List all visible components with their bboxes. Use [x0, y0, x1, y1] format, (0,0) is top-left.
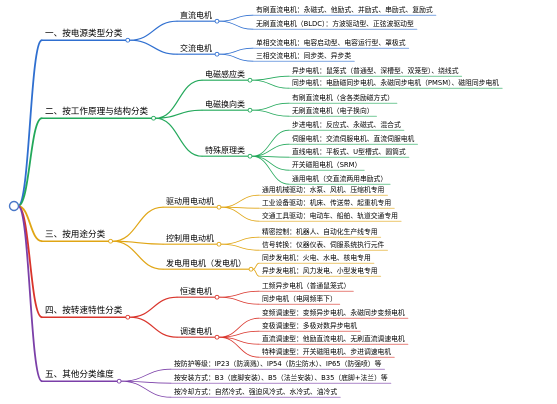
- connector-branch-leaf: [120, 380, 172, 398]
- leaf-sync-motor: 同步电机：电励磁同步电机、永磁同步电机（PMSM）、磁阻同步电机: [292, 78, 499, 87]
- connector-node-leaf: [251, 79, 290, 89]
- branch-end-dot: [125, 37, 131, 43]
- connector-node-leaf: [218, 53, 254, 62]
- leaf-precision-control: 精密控制：机器人、自动化生产线专用: [262, 227, 378, 236]
- leaf-special-speed: 特种调速型：开关磁阻电机、步进调速电机: [262, 347, 391, 356]
- connector-root-branch: [17, 205, 43, 383]
- node-end-dot: [216, 204, 222, 210]
- leaf-mounting: 按安装方式：B3（底脚安装）、B5（法兰安装）、B35（底脚+法兰）等: [174, 373, 388, 382]
- node-control-motor[interactable]: 控制用电动机: [166, 233, 214, 243]
- node-generator[interactable]: 发电用电机（发电机）: [166, 258, 246, 268]
- connector-branch-node: [111, 240, 164, 270]
- leaf-linear: 直线电机：平板式、U型槽式、圆筒式: [292, 147, 406, 156]
- leaf-three-phase-ac: 三相交流电机：同步类、异步类: [256, 51, 351, 60]
- connector-node-leaf: [218, 290, 260, 298]
- node-end-dot: [214, 18, 220, 24]
- node-em-commutation[interactable]: 电磁换向类: [205, 99, 245, 109]
- leaf-dc-speed: 直流调速型：他励直流电机、无刷直流调速电机: [262, 334, 405, 343]
- node-special-principle[interactable]: 特殊原理类: [205, 145, 245, 155]
- connector-node-leaf: [218, 336, 260, 358]
- node-end-dot: [247, 153, 253, 159]
- leaf-cooling: 按冷却方式：自然冷式、强迫风冷式、水冷式、油冷式: [174, 387, 337, 396]
- branch-other-dimensions[interactable]: 五、其他分类维度: [45, 368, 114, 380]
- connector-lines: [17, 14, 503, 398]
- connector-node-leaf: [252, 262, 260, 270]
- node-end-dot: [248, 266, 254, 272]
- connector-node-leaf: [220, 194, 260, 208]
- leaf-bldc: 无刷直流电机（BLDC）：方波驱动型、正弦波驱动型: [256, 19, 414, 28]
- node-dc-motor[interactable]: 直流电机: [180, 10, 212, 20]
- node-end-dot: [247, 107, 253, 113]
- leaf-pole-changing: 变极调速型：多极对数异步电机: [262, 321, 357, 330]
- branch-by-power-type[interactable]: 一、按电源类型分类: [45, 27, 123, 39]
- leaf-single-phase-ac: 单相交流电机：电容启动型、电容运行型、罩极式: [256, 38, 406, 47]
- connector-node-leaf: [251, 75, 290, 81]
- connector-branch-leaf: [120, 368, 172, 382]
- leaf-brushed-dc: 有刷直流电机：永磁式、他励式、并励式、串励式、复励式: [256, 5, 433, 14]
- node-end-dot: [216, 241, 222, 247]
- node-end-dot: [214, 294, 220, 300]
- leaf-vfd-speed: 变频调速型：变频异步电机、永磁同步变频电机: [262, 308, 405, 317]
- branch-by-usage[interactable]: 三、按用途分类: [45, 228, 106, 240]
- node-end-dot: [214, 334, 220, 340]
- node-em-induction[interactable]: 电磁感应类: [205, 69, 245, 79]
- connector-branch-node: [129, 39, 178, 55]
- connector-branch-node: [154, 109, 203, 119]
- node-ac-motor[interactable]: 交流电机: [180, 43, 212, 53]
- leaf-async-motor: 异步电机：鼠笼式（普通型、深槽型、双笼型）、绕线式: [292, 66, 459, 75]
- connector-branch-node: [154, 79, 203, 119]
- leaf-power-frequency-async: 工频异步电机（普通鼠笼式）: [262, 281, 350, 290]
- connector-node-leaf: [220, 236, 260, 245]
- connector-node-leaf: [252, 268, 260, 277]
- connector-root-branch: [17, 117, 43, 207]
- branch-end-dot: [151, 115, 156, 121]
- leaf-protection-rating: 按防护等级：IP23（防滴溅）、IP54（防尘防水）、IP65（防强喷）等: [174, 359, 382, 368]
- node-variable-speed[interactable]: 调速电机: [180, 326, 212, 336]
- node-drive-motor[interactable]: 驱动用电动机: [166, 196, 214, 206]
- connector-branch-node: [129, 316, 178, 338]
- connector-branch-node: [111, 206, 164, 242]
- connector-node-leaf: [251, 143, 290, 157]
- root-node[interactable]: [8, 200, 20, 212]
- connector-branch-node: [154, 117, 203, 157]
- connector-node-leaf: [251, 102, 290, 111]
- branch-by-principle-structure[interactable]: 二、按工作原理与结构分类: [45, 105, 149, 117]
- connector-branch-node: [129, 20, 178, 41]
- connector-node-leaf: [220, 243, 260, 251]
- connector-node-leaf: [251, 155, 290, 171]
- connector-node-leaf: [218, 47, 254, 55]
- leaf-transport: 交通工具驱动：电动车、船舶、轨道交通专用: [262, 211, 398, 220]
- connector-node-leaf: [218, 14, 254, 22]
- connector-node-leaf: [218, 296, 260, 305]
- leaf-sync-grid-frequency: 同步电机（电网频率下）: [262, 294, 337, 303]
- leaf-stepper: 步进电机：反应式、永磁式、混合式: [292, 120, 401, 129]
- branch-end-dot: [108, 238, 113, 244]
- branch-by-speed-characteristic[interactable]: 四、按转速特性分类: [45, 304, 123, 316]
- leaf-brushed-dc-excitation: 有刷直流电机（含各类励磁方式）: [292, 93, 394, 102]
- leaf-universal: 通用电机（交直流两用串励式）: [292, 174, 387, 183]
- leaf-brushless-electronic: 无刷直流电机（电子换向）: [292, 106, 374, 115]
- leaf-general-machinery: 通用机械驱动：水泵、风机、压缩机专用: [262, 185, 385, 194]
- connector-node-leaf: [220, 206, 260, 222]
- node-end-dot: [247, 77, 253, 83]
- leaf-industrial-equipment: 工业设备驱动：机床、传送带、起重机专用: [262, 198, 391, 207]
- connector-root-branch: [17, 39, 43, 207]
- leaf-signal-conversion: 信号转换：仪器仪表、伺服系统执行元件: [262, 240, 385, 249]
- connector-node-leaf: [251, 109, 290, 117]
- leaf-sync-generator: 同步发电机：火电、水电、核电专用: [262, 253, 371, 262]
- branch-end-dot: [116, 378, 122, 384]
- connector-node-leaf: [251, 155, 290, 185]
- leaf-servo: 伺服电机：交流伺服电机、直流伺服电机: [292, 134, 415, 143]
- connector-node-leaf: [218, 20, 254, 30]
- node-constant-speed[interactable]: 恒速电机: [180, 286, 212, 296]
- node-end-dot: [214, 51, 220, 57]
- leaf-srm: 开关磁阻电机（SRM）: [292, 160, 361, 169]
- branch-end-dot: [125, 314, 131, 320]
- connector-branch-node: [129, 296, 178, 318]
- leaf-async-generator: 异步发电机：风力发电、小型发电专用: [262, 266, 378, 275]
- connector-node-leaf: [251, 129, 290, 157]
